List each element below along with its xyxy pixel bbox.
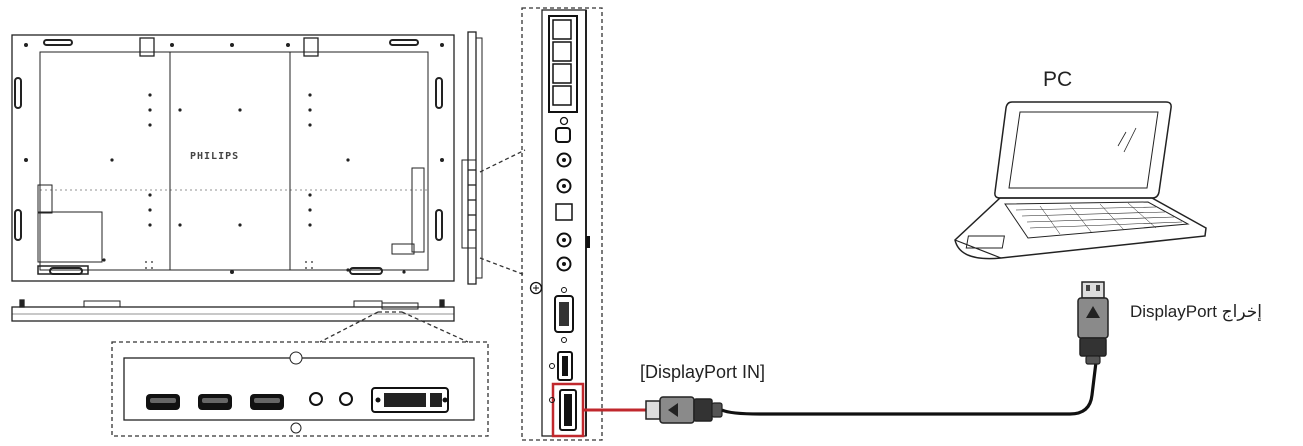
bottom-connector-callout: [111, 341, 489, 437]
hdmi-port-icon: [250, 394, 284, 410]
callout-lines: [319, 149, 526, 343]
dvi-port-icon: [371, 387, 449, 413]
displayport-cable: [721, 361, 1098, 416]
brand-logo-text: PHILIPS: [190, 151, 240, 162]
displayport-out-label: DisplayPort إخراج: [1130, 302, 1262, 321]
hdmi-port-icon: [198, 394, 232, 410]
displayport-in-label: [DisplayPort IN]: [640, 362, 766, 382]
display-side-profile: [461, 31, 483, 285]
display-bottom-profile: [11, 299, 455, 322]
displayport-in-port-icon: [549, 382, 585, 438]
hdmi-port-icon: [146, 394, 180, 410]
io-panel-callout: [521, 7, 603, 441]
pc-label: PC: [1043, 68, 1073, 91]
panel-dots: [145, 261, 313, 269]
ethernet-port-icon: [555, 203, 573, 221]
ground-marker-icon: [529, 281, 543, 295]
vga-port-icon: [554, 287, 574, 343]
mounting-screws: [24, 43, 444, 274]
displayport-out-port-icon: [549, 351, 573, 381]
displayport-plug-icon: [1077, 281, 1109, 365]
laptop-icon: [954, 101, 1207, 260]
display-rear-panel: [11, 34, 455, 282]
displayport-plug-icon: [645, 396, 723, 424]
ir-port-icon: [555, 127, 571, 143]
audio-jack-icon: [309, 392, 323, 406]
audio-jack-icon: [339, 392, 353, 406]
